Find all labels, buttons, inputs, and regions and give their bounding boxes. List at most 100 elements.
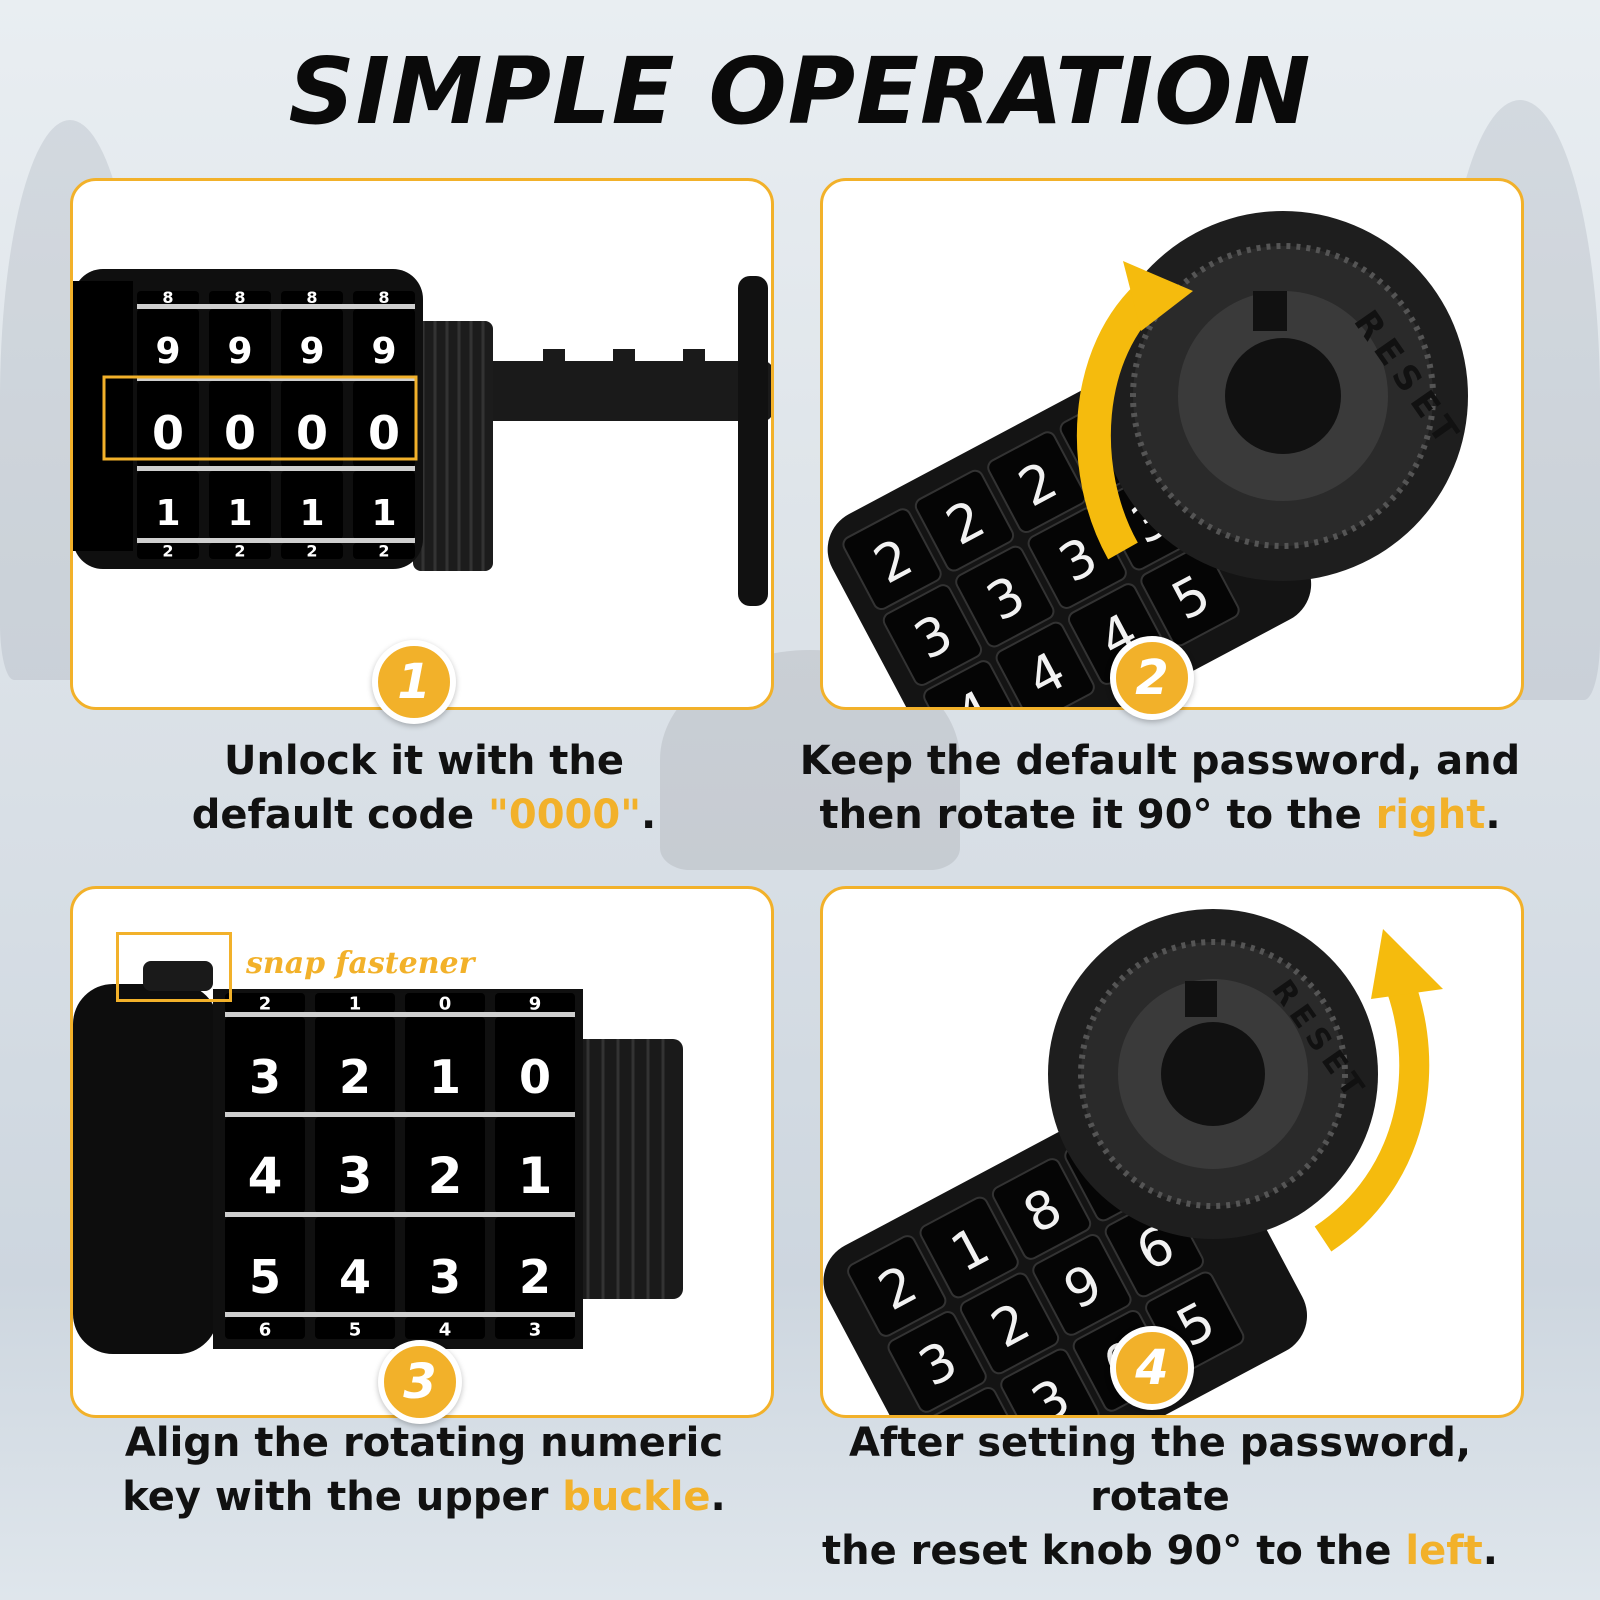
dial-digit[interactable]: 2: [162, 542, 173, 561]
dial-cell: [919, 1196, 1019, 1299]
dial-digit[interactable]: 0: [224, 406, 256, 460]
dial-digit[interactable]: 9: [529, 994, 542, 1015]
dial-digit[interactable]: 0: [296, 406, 328, 460]
dial-digit[interactable]: 6: [259, 1319, 272, 1340]
dial-digit[interactable]: 4: [439, 1319, 452, 1340]
dial-cell: [991, 1158, 1092, 1260]
dial-digit[interactable]: 9: [299, 331, 324, 372]
dial-cell: [847, 1235, 947, 1337]
dial-digit[interactable]: 0: [439, 994, 452, 1015]
dial-digit[interactable]: 0: [519, 1050, 551, 1104]
dial-cell: [495, 1017, 575, 1113]
step-4-caption-line1: After setting the password, rotate: [848, 1420, 1472, 1520]
dial-digit[interactable]: 9: [371, 331, 396, 372]
step-2-direction-highlight: right: [1375, 792, 1486, 838]
dial-digit[interactable]: 2: [339, 1050, 371, 1104]
dial-cell: [225, 993, 305, 1013]
step-3-buckle-highlight: buckle: [562, 1474, 711, 1520]
dial-cell: [209, 471, 271, 539]
dial-cell: [209, 309, 271, 377]
step-2-caption-line1: Keep the default password, and: [799, 738, 1521, 784]
dial-cell: [353, 543, 415, 559]
dial-digit[interactable]: 1: [371, 493, 396, 534]
step-4-direction-highlight: left: [1405, 1528, 1483, 1574]
dial-separator: [225, 1012, 575, 1017]
rotate-left-arrow-icon: [1371, 929, 1443, 999]
dial-digit[interactable]: 0: [152, 406, 184, 460]
dial-digit[interactable]: 1: [349, 994, 362, 1015]
dial-digit[interactable]: 1: [155, 493, 180, 534]
step-3-caption-line1: Align the rotating numeric: [124, 1420, 724, 1466]
dial-digit[interactable]: 5: [249, 1250, 281, 1304]
dial-digit[interactable]: 2: [306, 542, 317, 561]
dial-digit[interactable]: 1: [299, 493, 324, 534]
dial-digit[interactable]: 0: [368, 406, 400, 460]
step-2-caption: Keep the default password, and then rota…: [780, 734, 1540, 842]
dial-digit[interactable]: 3: [429, 1250, 461, 1304]
dial-separator: [137, 466, 415, 471]
dial-separator: [225, 1212, 575, 1217]
dial-cell: [353, 471, 415, 539]
dial-cell: [281, 291, 343, 305]
dial-digit[interactable]: 2: [519, 1250, 551, 1304]
dial-digit[interactable]: 2: [428, 1147, 463, 1205]
dial-digit[interactable]: 2: [234, 542, 245, 561]
dial-digit[interactable]: 9: [155, 331, 180, 372]
dial-digit[interactable]: 4: [248, 1147, 283, 1205]
dial-digit[interactable]: 9: [227, 331, 252, 372]
dial-cell: [405, 993, 485, 1013]
dial-cell: [882, 584, 983, 686]
dial-cell: [955, 545, 1055, 648]
step-2-lock-illustration: 22222333334445 RESET: [827, 211, 1470, 707]
dial-cell: [209, 291, 271, 305]
dial-separator: [225, 1312, 575, 1317]
dial-cell: [315, 1317, 395, 1339]
dial-digit[interactable]: 8: [306, 288, 317, 307]
dial-cell: [137, 291, 199, 305]
dial-digit[interactable]: 2: [259, 994, 272, 1015]
dial-cell: [405, 1017, 485, 1113]
dial-cell: [315, 1017, 395, 1113]
rotate-right-arrow-icon: [1123, 261, 1193, 331]
dial-cell: [137, 543, 199, 559]
snap-fastener-label: snap fastener: [246, 946, 475, 981]
step-2-badge: 2: [1110, 636, 1194, 720]
step-2-panel: 22222333334445 RESET: [820, 178, 1524, 710]
dial-digit[interactable]: 3: [338, 1147, 373, 1205]
dial-cell: [281, 381, 343, 467]
snap-fastener-highlight-box: [116, 932, 232, 1002]
dial-cell: [281, 543, 343, 559]
dial-cell: [225, 1317, 305, 1339]
dial-digit[interactable]: 3: [249, 1050, 281, 1104]
dial-cell: [923, 660, 1023, 707]
dial-cell: [353, 381, 415, 467]
dial-digit[interactable]: 1: [227, 493, 252, 534]
dial-digit[interactable]: 4: [339, 1250, 371, 1304]
dial-cell: [927, 1386, 1028, 1415]
dial-digit[interactable]: 4: [950, 1406, 1007, 1417]
dial-digit[interactable]: 2: [378, 542, 389, 561]
dial-cell: [137, 471, 199, 539]
dial-cell: [495, 1217, 575, 1313]
step-3-caption: Align the rotating numeric key with the …: [44, 1416, 804, 1524]
dial-digit[interactable]: 1: [429, 1050, 461, 1104]
dial-digit[interactable]: 8: [162, 288, 173, 307]
dial-cell: [1032, 1234, 1132, 1336]
step-2-caption-line2: then rotate it 90° to the right.: [819, 792, 1501, 838]
step-1-caption: Unlock it with the default code "0000".: [44, 734, 804, 842]
dial-cell: [225, 1017, 305, 1113]
dial-digit[interactable]: 8: [378, 288, 389, 307]
dial-cell: [914, 469, 1015, 572]
dial-digit[interactable]: 8: [234, 288, 245, 307]
dial-digit[interactable]: 1: [518, 1147, 553, 1205]
step-3-caption-line2: key with the upper buckle.: [122, 1474, 726, 1520]
dial-cell: [315, 993, 395, 1013]
dial-digit[interactable]: 5: [349, 1319, 362, 1340]
dial-cell: [405, 1317, 485, 1339]
dial-digit[interactable]: 3: [529, 1319, 542, 1340]
dial-cell: [353, 291, 415, 305]
dial-cell: [405, 1117, 485, 1213]
step-1-caption-line1: Unlock it with the: [223, 738, 625, 784]
step-4-caption: After setting the password, rotate the r…: [780, 1416, 1540, 1578]
